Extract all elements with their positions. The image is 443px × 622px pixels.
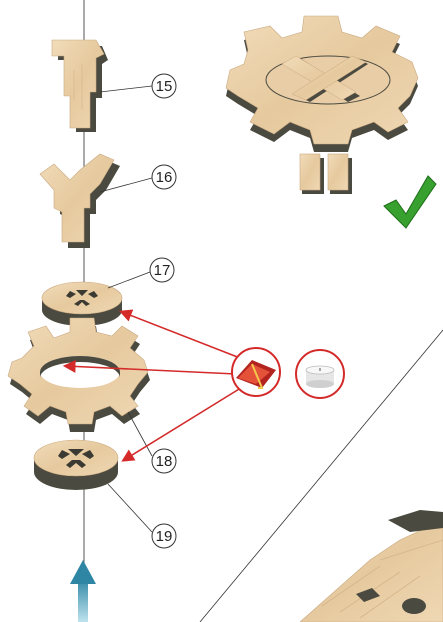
part-16 (40, 154, 120, 248)
check-mark-icon (384, 176, 436, 228)
part-15 (52, 40, 108, 132)
leader-17 (108, 272, 150, 288)
callout-16: 16 (152, 165, 176, 189)
callout-19: 19 (152, 524, 176, 548)
assembly-direction-arrow-icon (70, 560, 96, 622)
callout-19-label: 19 (156, 528, 173, 545)
part-19 (34, 440, 118, 490)
callout-16-label: 16 (156, 169, 173, 186)
callout-17: 17 (150, 258, 174, 282)
assembled-gear-preview (226, 16, 418, 194)
callout-18: 18 (152, 449, 176, 473)
next-step-preview (300, 510, 443, 622)
callout-15: 15 (152, 74, 176, 98)
leader-15 (100, 86, 152, 92)
part-18 (8, 318, 150, 432)
tealight-candle-icon (296, 350, 344, 398)
callout-18-label: 18 (156, 453, 173, 470)
glue-icon (232, 348, 280, 396)
leader-19 (108, 484, 152, 532)
callout-17-label: 17 (154, 262, 171, 279)
callout-15-label: 15 (156, 78, 173, 95)
